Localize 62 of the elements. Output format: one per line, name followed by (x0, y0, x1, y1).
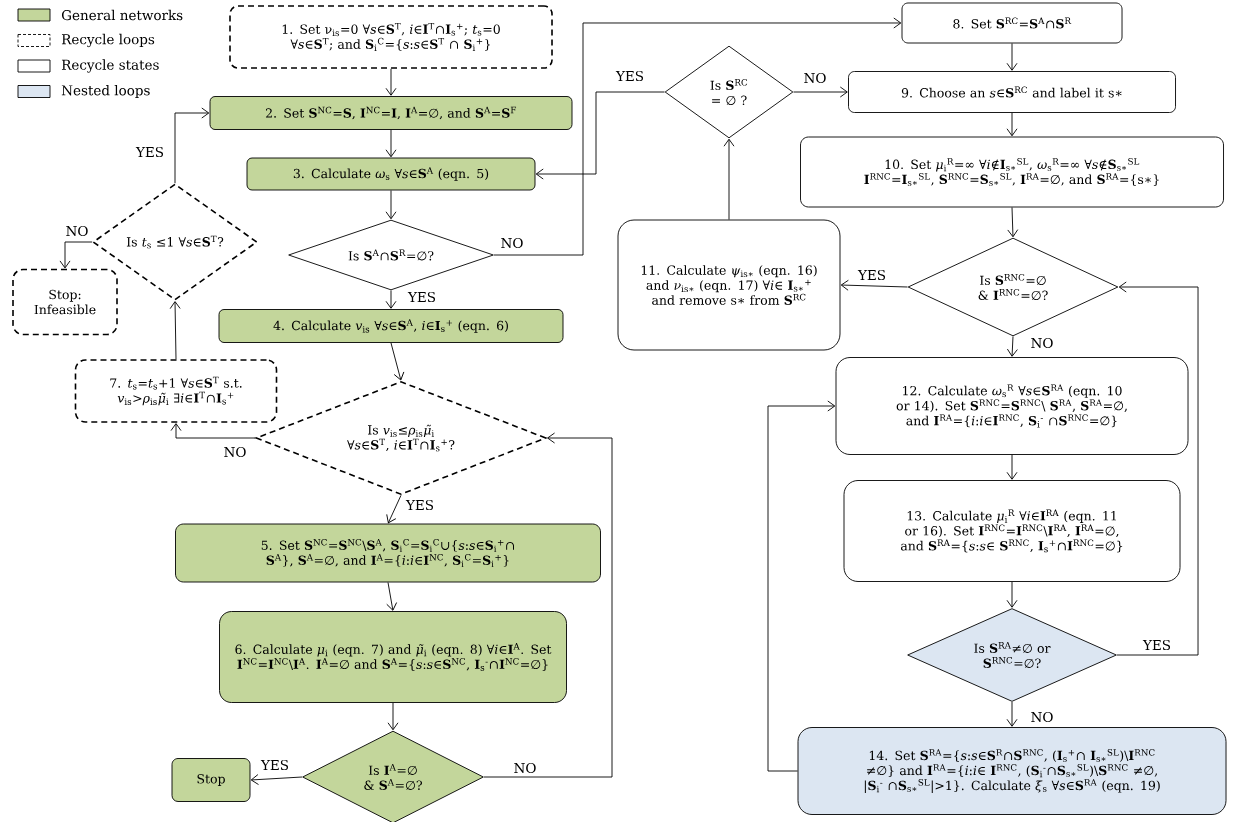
arrow (387, 702, 399, 731)
edge-label: YES (260, 758, 290, 772)
process-box: 12. Calculate ω$_{s}$$^{R}$ ∀s∈S$^{RA}$ (eqn. 10 or 14). Set S$^{RNC}$=S$^{RNC}$\ S$^{RA}$, S$^{RA}$=∅, and I$^{RA}$={i:i∈I$^{RNC}$, S$_{i}$$^{-}$ ∩S$^{RNC}$=∅} (835, 357, 1189, 455)
edge-label: YES (857, 268, 887, 282)
arrow (170, 423, 256, 439)
process-box: 11. Calculate ψ$_{is∗}$ (eqn. 16) and ν$_{is∗}$ (eqn. 17) ∀i∈ I$_{s∗}$+ and remove s∗ from S$^{RC}$ (617, 219, 841, 351)
process-box: 13. Calculate μ$_{i}$$^{R}$ ∀i∈I$^{RA}$ (eqn. 11 or 16). Set I$^{RNC}$=I$^{RNC}$\I$^{RA}$, I$^{RA}$=∅, and S$^{RA}$={s:s∈ S$^{RNC}$, I$_{s}$$^{+}$∩I$^{RNC}$=∅} (843, 480, 1181, 582)
arrow (59, 241, 93, 269)
process-box: 1. Set ν$_{is}$=0 ∀s∈S$^{T}$, i∈I$^{T}$∩I$_{s}$$^{+}$; t$_{s}$=0 ∀s∈S$^{T}$; and S$_{i}$$^{C}$={s:s∈S$^{T}$ ∩ S$_{i}$$^{+}$} (229, 5, 553, 69)
process-box: 2. Set S$^{NC}$=S, I$^{NC}$=I, I$^{A}$=∅, and S$^{A}$=S$^{F}$ (209, 96, 573, 130)
process-box: 14. Set S$^{RA}$={s:s∈S$^{R}$∩S$^{RNC}$, (I$_{s}$$^{+}$∩ I$_{s∗}$$^{SL}$)\I$^{RNC}$ ≠∅} and I$^{RA}$={i:i∈ I$^{RNC}$, (S$_{i}$$^{-}$∩S$_{s∗}$$^{SL}$)\S$^{RNC}$ ≠∅, |S$_{i}$$^{-}$ ∩S$_{s∗}$$^{SL}$|>1}. Calculate ξ$_{s}$ ∀s∈S$^{RA}$ (eqn. 19) (797, 727, 1227, 815)
process-box: 4. Calculate v$_{is}$ ∀s∈S$^{A}$, i∈I$_{s}$$^{+}$ (eqn. 6) (218, 309, 564, 343)
arrow (250, 774, 303, 785)
edge-label: YES (1142, 638, 1172, 652)
arrow (1006, 43, 1018, 71)
edge-label: NO (499, 236, 525, 250)
process-box: 8. Set S$^{RC}$=S$^{A}$∩S$^{R}$ (901, 2, 1123, 44)
legend-label: General networks (61, 9, 183, 21)
stop-box: Stop: Infeasible (12, 268, 118, 336)
arrow (535, 91, 665, 180)
arrow (174, 107, 210, 184)
legend-label: Nested loops (61, 84, 150, 99)
arrow (723, 138, 735, 220)
arrow (1116, 281, 1199, 656)
arrow (386, 582, 398, 611)
arrow (793, 86, 848, 98)
arrow (385, 190, 397, 220)
arrow (1006, 112, 1018, 137)
edge-label: NO (512, 761, 538, 775)
arrow (386, 494, 402, 524)
arrow (1006, 454, 1018, 480)
legend-label: Recycle loops (61, 33, 155, 48)
arrow (385, 68, 397, 96)
process-box: 7. t$_{s}$=t$_{s}$+1 ∀s∈S$^{T}$ s.t. v$_{is}$>ρ$_{is}$μ̃$_{i}$ ∃i∈I$^{T}$∩I$_{s}$+ (74, 359, 278, 423)
edge-label: YES (405, 498, 435, 512)
arrow (767, 400, 836, 772)
edge-label: NO (1029, 710, 1055, 724)
edge-label: YES (135, 145, 165, 159)
edge-label: NO (222, 445, 248, 459)
process-box: 6. Calculate μ$_{i}$ (eqn. 7) and μ̃$_{i}$ (eqn. 8) ∀i∈I$^{A}$. Set I$^{NC}$=I$^{NC}$\I$^{A}$. I$^{A}$=∅ and S$^{A}$={s:s∈S$^{NC}$, I$_{s}$$^{-}$∩I$^{NC}$=∅} (219, 611, 567, 703)
arrow (1006, 336, 1018, 357)
arrow (483, 432, 613, 778)
edge-label: NO (64, 224, 90, 238)
process-box: 5. Set S$^{NC}$=S$^{NC}$\S$^{A}$, S$_{i}$$^{C}$=S$_{i}$$^{C}$∪{s:s∈S$_{i}$$^{+}$∩ S$^{A}$}, S$^{A}$=∅, and I$^{A}$={i:i∈I$^{NC}$, S$_{i}$$^{C}$=S$_{i}$$^{+}$} (175, 523, 601, 583)
edge-label: NO (1029, 336, 1055, 350)
edge-label: YES (407, 290, 437, 304)
arrow (169, 301, 181, 360)
edge-label: YES (615, 69, 645, 83)
arrow (1006, 581, 1018, 608)
stop-box: Stop (171, 758, 251, 802)
process-box: 10. Set μ$_{i}$$^{R}$=∞ ∀i∉I$_{s∗}$$^{SL}$, ω$_{s}$$^{R}$=∞ ∀s∉S$_{s∗}$SL I$^{RNC}$=I$_{s∗}$$^{SL}$, S$^{RNC}$=S$_{s∗}$$^{SL}$, I$^{RA}$=∅, and S$^{RA}$={s∗} (800, 136, 1224, 208)
arrow (1006, 701, 1018, 727)
process-box: 3. Calculate ω$_{s}$ ∀s∈S$^{A}$ (eqn. 5) (246, 157, 536, 191)
edge-label: NO (802, 71, 828, 85)
arrow (385, 290, 397, 309)
legend-label: Recycle states (61, 59, 159, 73)
arrow (493, 17, 902, 256)
arrow (390, 342, 405, 381)
arrow (840, 279, 908, 291)
arrow (1007, 207, 1019, 238)
process-box: 9. Choose an s∈S$^{RC}$ and label it s∗ (848, 71, 1176, 113)
arrow (385, 129, 397, 158)
